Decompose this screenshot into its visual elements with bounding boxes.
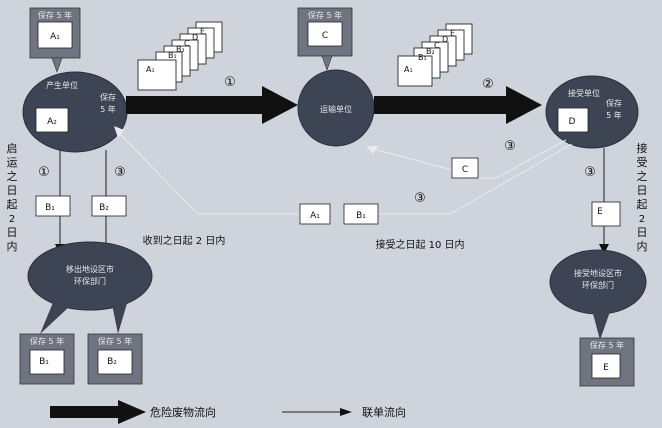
transporter-node: 运输单位 xyxy=(297,69,375,147)
svg-text:启: 启 xyxy=(7,142,18,155)
time-receive-2: 收到之日起 2 日内 xyxy=(143,234,226,247)
svg-text:保存 5 年: 保存 5 年 xyxy=(308,10,342,20)
svg-text:日: 日 xyxy=(7,226,18,239)
generator-keep-box: 保存 5 年 A₁ xyxy=(29,7,81,73)
out-env-keep-B2: 保存 5 年 B₂ xyxy=(87,333,143,385)
step-1-top: ① xyxy=(224,75,236,90)
svg-text:B₂: B₂ xyxy=(99,203,109,213)
svg-text:C: C xyxy=(434,41,440,50)
transporter-keep-box: 保存 5 年 C xyxy=(297,7,353,71)
doc-A1-label: A₁ xyxy=(50,32,60,42)
svg-text:起: 起 xyxy=(637,198,648,211)
left-env-flows: ① ③ B₁ B₂ 收到之日起 2 日内 xyxy=(35,150,226,254)
svg-text:B₂: B₂ xyxy=(426,47,435,56)
svg-text:B₁: B₁ xyxy=(45,203,55,213)
svg-text:E: E xyxy=(603,363,609,373)
step-3-right: ③ xyxy=(584,165,596,180)
svg-text:之: 之 xyxy=(637,169,648,183)
svg-text:2: 2 xyxy=(639,214,645,225)
svg-text:5 年: 5 年 xyxy=(606,110,622,120)
time-accept-10: 接受之日起 10 日内 xyxy=(375,238,464,251)
doc-A2-label: A₂ xyxy=(47,117,57,127)
time-left-vertical: 启 运 之 日 起 2 日 内 xyxy=(7,142,18,253)
in-env-keep-E: 保存 5 年 E xyxy=(579,337,635,387)
manifest-C-return: C ③ xyxy=(366,139,567,179)
receiver-node: 接受单位 保存 5 年 D xyxy=(545,75,639,149)
svg-text:日: 日 xyxy=(637,226,648,239)
doc-stack-left: E D C B₂ B₁ A₁ xyxy=(137,21,223,91)
svg-text:5 年: 5 年 xyxy=(100,104,116,114)
transporter-label: 运输单位 xyxy=(320,104,352,114)
svg-text:接受地设区市: 接受地设区市 xyxy=(574,268,622,278)
step-3-C: ③ xyxy=(504,139,516,154)
step-3-left: ③ xyxy=(114,165,126,180)
svg-text:运: 运 xyxy=(7,156,18,169)
svg-text:环保部门: 环保部门 xyxy=(582,280,614,290)
legend-thick-label: 危险废物流向 xyxy=(150,405,216,419)
svg-text:B₂: B₂ xyxy=(176,45,185,54)
time-right-vertical: 接 受 之 日 起 2 日 内 xyxy=(637,142,648,253)
out-env-keep-B1: 保存 5 年 B₁ xyxy=(19,333,75,385)
svg-text:D: D xyxy=(192,33,198,42)
waste-flow-arrow-2: ② xyxy=(374,77,542,124)
svg-text:C: C xyxy=(184,39,190,48)
svg-text:B₁: B₁ xyxy=(168,51,177,60)
svg-text:D: D xyxy=(569,117,576,127)
svg-text:B₁: B₁ xyxy=(39,357,49,367)
svg-text:保存 5 年: 保存 5 年 xyxy=(98,336,132,346)
svg-text:移出地设区市: 移出地设区市 xyxy=(66,264,114,274)
svg-text:日: 日 xyxy=(637,184,648,197)
svg-text:E: E xyxy=(597,207,603,217)
keep5-label: 保存 5 年 xyxy=(38,10,72,20)
svg-text:B₁: B₁ xyxy=(418,53,427,62)
waste-flow-arrow-1: ① xyxy=(126,75,298,124)
right-env-flow: ③ E xyxy=(584,148,621,254)
svg-text:保存: 保存 xyxy=(606,98,622,108)
svg-text:B₂: B₂ xyxy=(107,357,117,367)
manifest-A1-B1-return: A₁ B₁ ③ 接受之日起 10 日内 xyxy=(114,126,573,251)
step-3-A1: ③ xyxy=(414,191,426,206)
step-1-left: ① xyxy=(38,165,50,180)
svg-text:日: 日 xyxy=(7,184,18,197)
svg-text:受: 受 xyxy=(637,156,648,169)
doc-stack-right: E D C B₂ B₁ A₁ xyxy=(397,23,473,87)
step-2-top: ② xyxy=(482,77,494,92)
svg-text:B₁: B₁ xyxy=(356,211,366,221)
in-env-dept-node: 接受地设区市 环保部门 xyxy=(549,249,647,340)
svg-text:A₁: A₁ xyxy=(310,211,320,221)
svg-text:2: 2 xyxy=(9,214,15,225)
svg-text:C: C xyxy=(322,31,328,41)
svg-text:A₁: A₁ xyxy=(146,65,155,74)
svg-text:内: 内 xyxy=(7,239,18,253)
svg-text:E: E xyxy=(200,27,205,36)
svg-text:起: 起 xyxy=(7,198,18,211)
svg-text:内: 内 xyxy=(637,239,648,253)
svg-text:D: D xyxy=(442,35,448,44)
legend: 危险废物流向 联单流向 xyxy=(50,400,406,424)
receiver-label: 接受单位 xyxy=(568,88,600,98)
svg-text:保存 5 年: 保存 5 年 xyxy=(590,340,624,350)
svg-text:C: C xyxy=(462,165,468,175)
legend-thin-label: 联单流向 xyxy=(362,405,406,419)
svg-text:保存 5 年: 保存 5 年 xyxy=(30,336,64,346)
svg-text:之: 之 xyxy=(7,169,18,183)
generator-keep-label: 保存 xyxy=(100,92,116,102)
generator-label: 产生单位 xyxy=(46,80,78,90)
svg-text:E: E xyxy=(450,29,455,38)
out-env-dept-node: 移出地设区市 环保部门 xyxy=(27,241,153,334)
svg-text:A₁: A₁ xyxy=(404,65,413,74)
svg-text:环保部门: 环保部门 xyxy=(74,276,106,286)
svg-text:接: 接 xyxy=(637,142,648,155)
generator-node: 产生单位 保存 5 年 A₂ xyxy=(22,71,128,153)
